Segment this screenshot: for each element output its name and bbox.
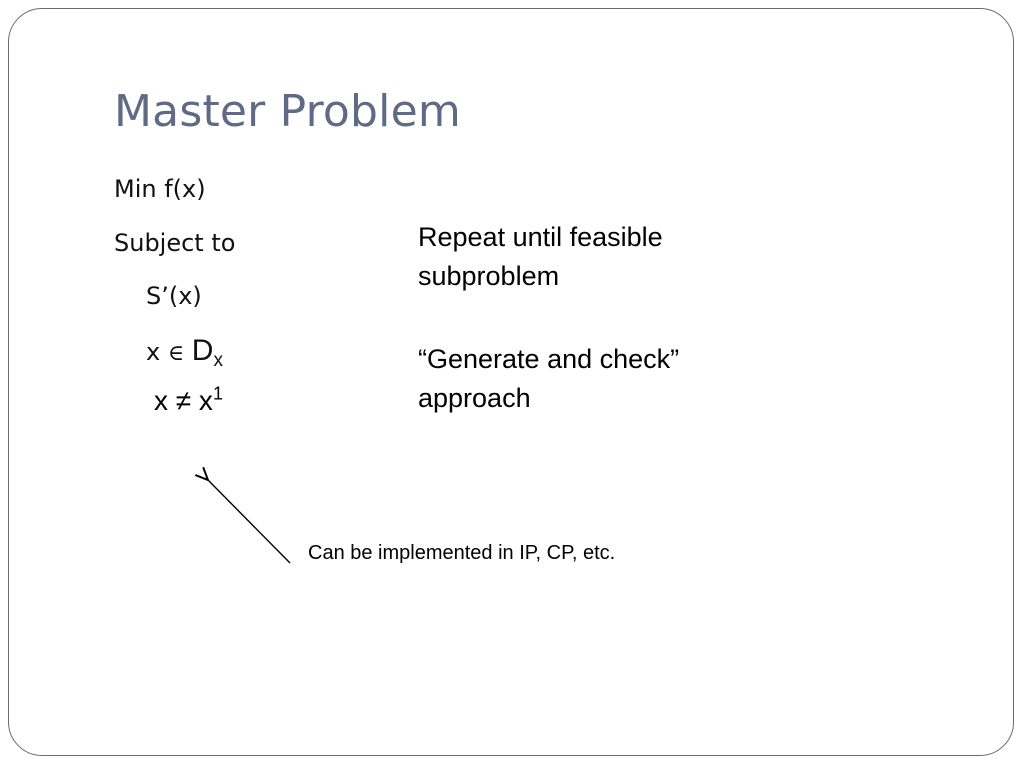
- repeat-note: Repeat until feasible subproblem: [418, 218, 663, 296]
- implementation-annotation: Can be implemented in IP, CP, etc.: [308, 542, 616, 564]
- constraint-not-equal: x ≠ x1: [154, 385, 223, 417]
- domain-set-letter: D: [191, 334, 214, 367]
- domain-subscript: x: [213, 349, 223, 371]
- repeat-note-line-2: subproblem: [418, 261, 560, 291]
- constraint-not-equal-base: x ≠ x: [154, 385, 213, 416]
- constraint-s-prime: S’(x): [146, 282, 202, 310]
- constraint-domain: x ∈ Dx: [146, 334, 223, 371]
- element-of-symbol: ∈: [167, 341, 185, 366]
- subject-to-line: Subject to: [114, 229, 236, 257]
- constraint-not-equal-superscript: 1: [212, 383, 223, 404]
- repeat-note-line-1: Repeat until feasible: [418, 222, 663, 252]
- constraint-domain-variable: x: [146, 338, 161, 366]
- slide-title: Master Problem: [114, 86, 461, 137]
- objective-line: Min f(x): [114, 175, 206, 203]
- generate-check-line-2: approach: [418, 383, 531, 413]
- slide-frame: [8, 8, 1014, 756]
- generate-check-note: “Generate and check” approach: [418, 340, 679, 418]
- generate-check-line-1: “Generate and check”: [418, 344, 680, 374]
